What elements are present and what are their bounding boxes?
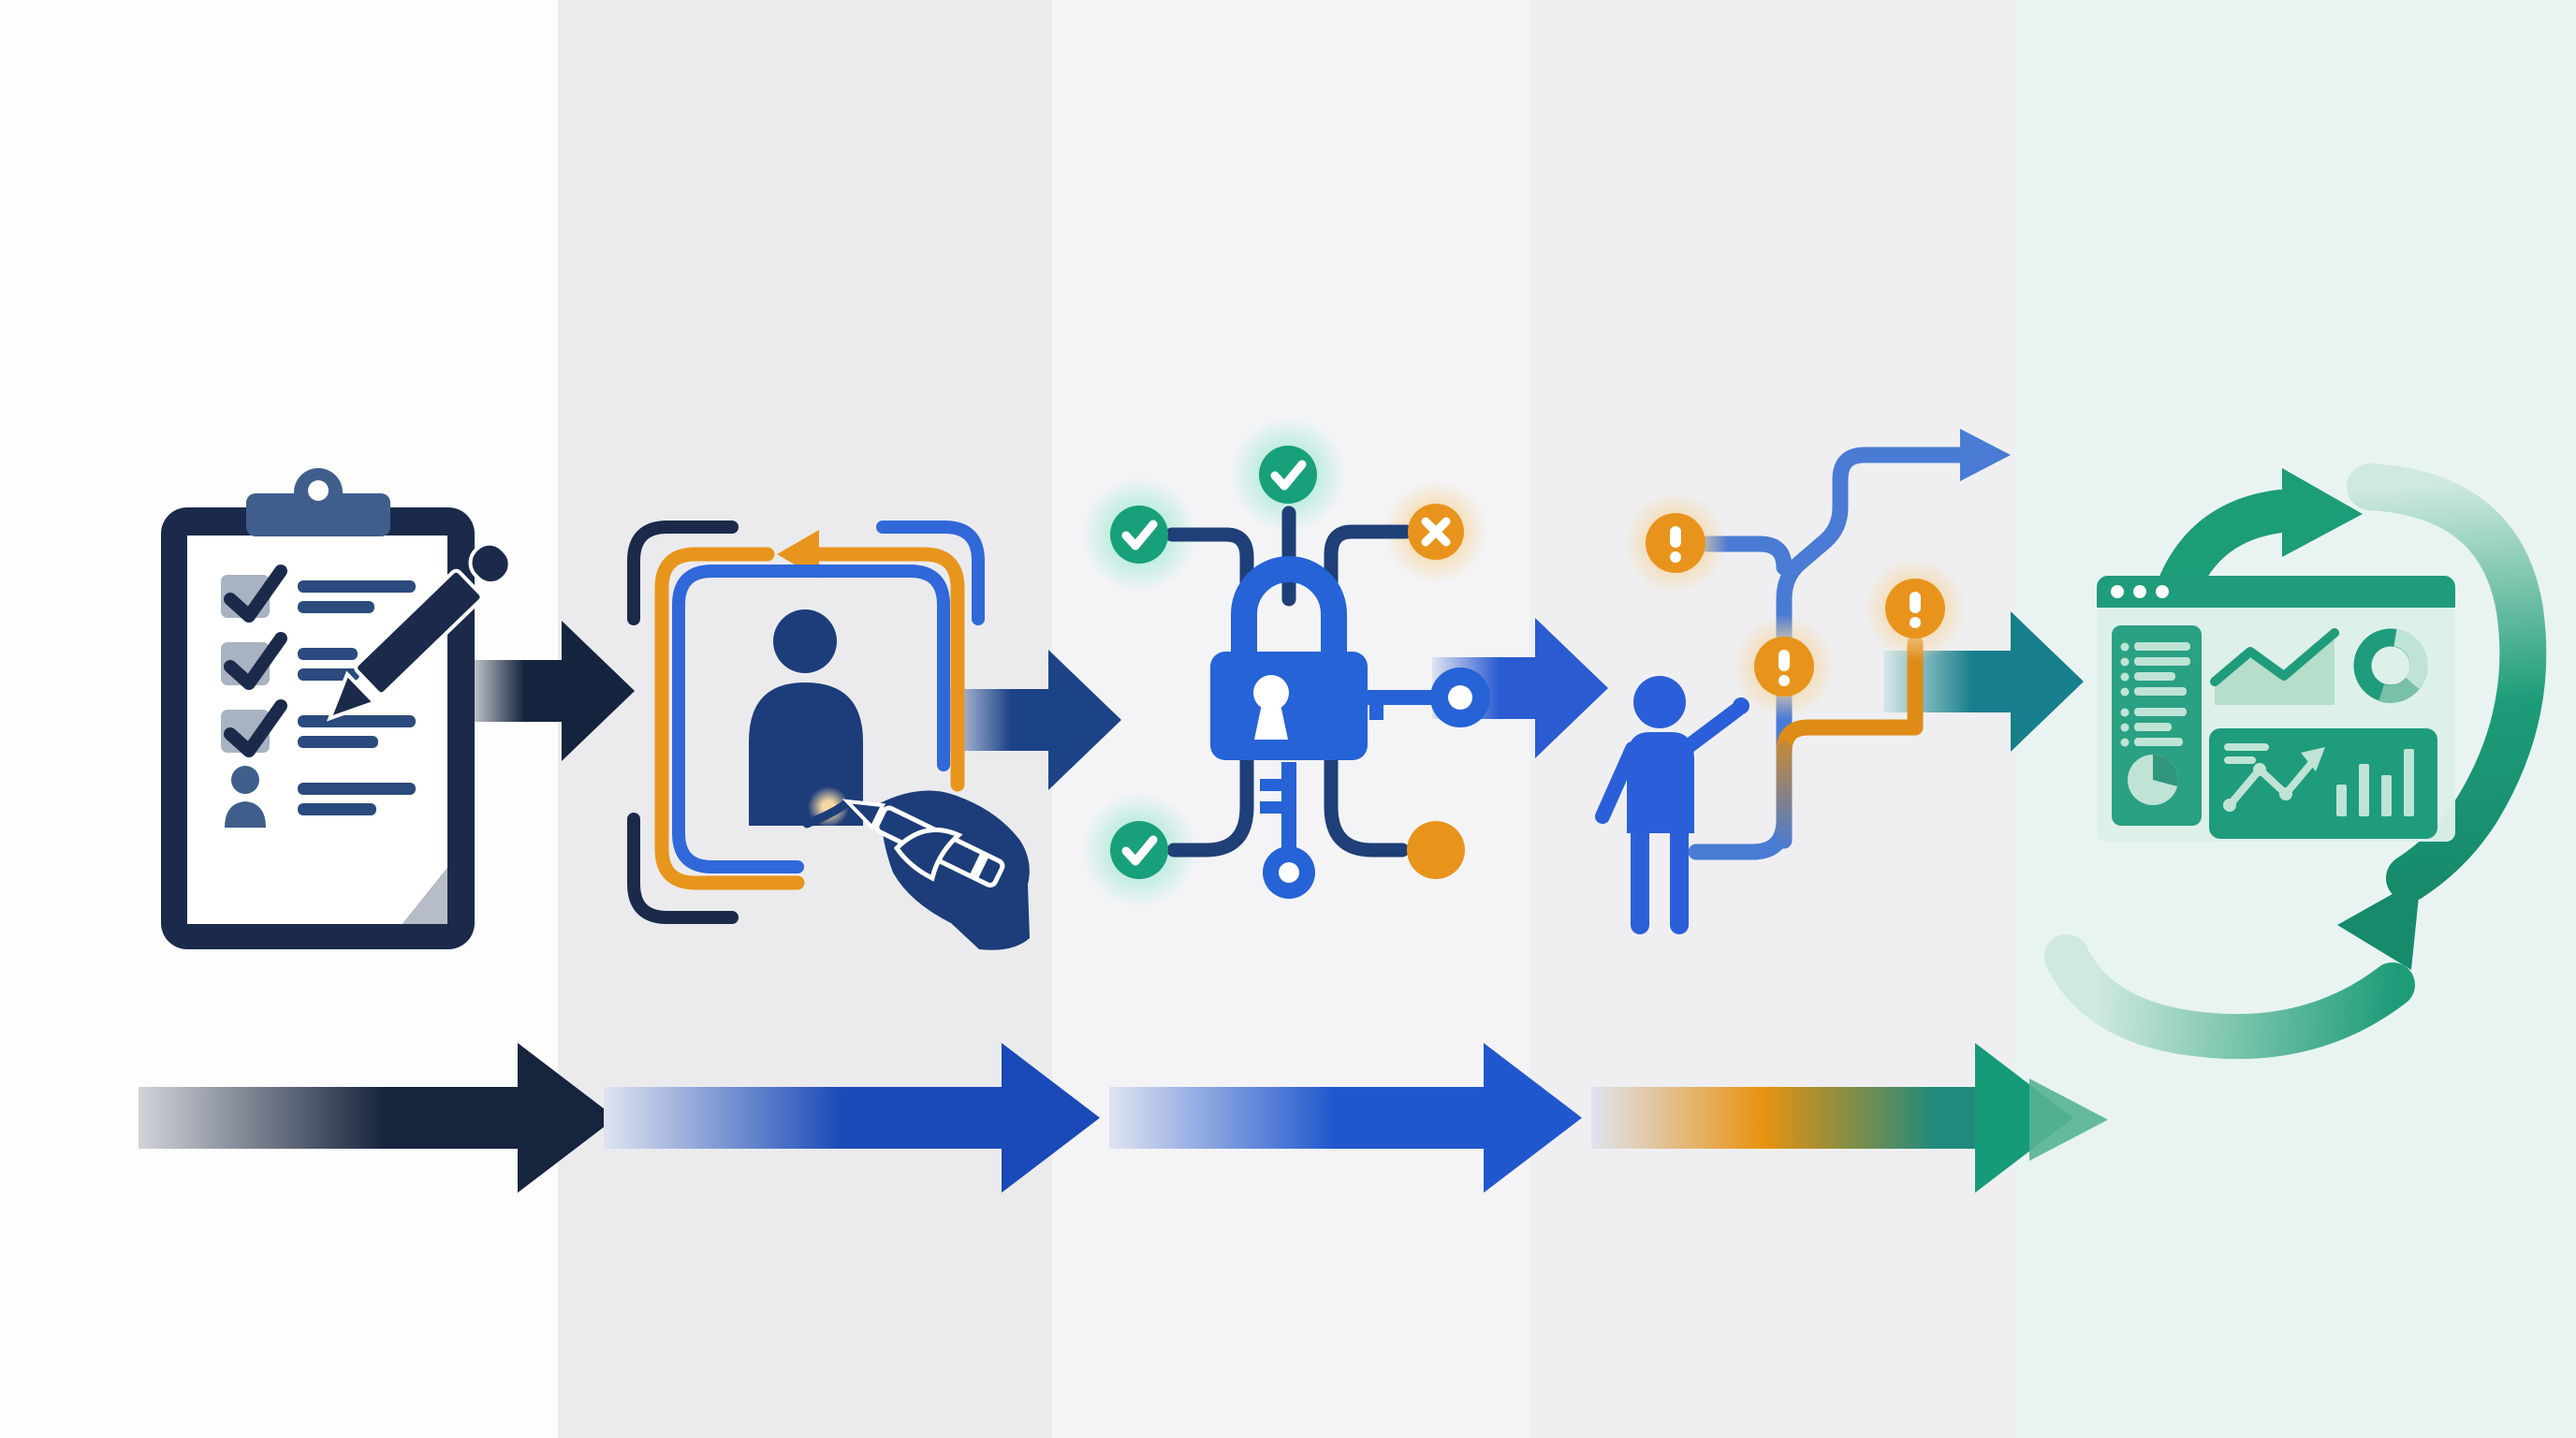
bottom-arrow-3 — [1109, 1043, 1582, 1193]
pencil-icon — [326, 541, 512, 722]
user-decision-paths-icon — [1595, 429, 2011, 934]
lock-and-key-verification-icon — [1081, 417, 1490, 908]
orange-branch-path — [1776, 719, 1924, 760]
trend-panel — [2209, 728, 2437, 839]
check-circle-icon — [1110, 446, 1317, 879]
bar-chart-icon — [2336, 749, 2414, 816]
folded-corner — [402, 868, 447, 924]
checkmark-icon — [224, 565, 287, 757]
orange-frame — [654, 547, 965, 890]
person-silhouette — [749, 609, 863, 826]
x-circle-icon — [1408, 504, 1464, 560]
hand-holding-pen-icon — [842, 790, 1030, 950]
identity-card-signing-icon — [627, 521, 1030, 950]
person-row-icon — [225, 766, 266, 828]
clipboard-checklist-icon — [161, 468, 512, 949]
trend-arrow-chart-icon — [2223, 747, 2325, 812]
window-dots-icon — [2111, 585, 2169, 598]
background-panel-4 — [1530, 0, 2014, 1438]
orange-dot — [1407, 821, 1465, 879]
analytics-dashboard-cycle-icon — [2029, 463, 2547, 1161]
thumb — [893, 827, 963, 882]
pie-chart-icon — [2128, 755, 2178, 805]
bottom-arrow-1 — [139, 1043, 616, 1193]
mid-arrow-2-3 — [941, 650, 1121, 790]
bottom-arrow-4 — [1591, 1043, 2073, 1193]
clipboard-clip — [246, 468, 390, 536]
person-figure-icon — [1595, 676, 1749, 934]
key-horizontal-icon — [1337, 668, 1490, 727]
key-vertical-icon — [1260, 762, 1315, 899]
branch-arrowhead-icon — [1960, 429, 2011, 481]
exclamation-circle-icon — [1646, 513, 1945, 697]
padlock-icon — [1210, 556, 1368, 760]
dashboard-window — [2097, 576, 2455, 842]
corner-brackets — [627, 521, 985, 924]
checklist-text-lines — [298, 580, 416, 815]
line-chart-icon — [2210, 628, 2339, 705]
signature-line — [802, 799, 851, 829]
donut-chart-icon — [2353, 628, 2428, 703]
bottom-arrow-2 — [604, 1043, 1100, 1193]
bottom-flow-arrows — [139, 1043, 2073, 1193]
blue-frame — [672, 565, 950, 873]
sidebar-list-panel — [2112, 625, 2202, 826]
mid-arrow-1-2 — [468, 621, 635, 761]
mid-arrow-4-5 — [1883, 611, 2084, 752]
checklist-rows — [221, 565, 416, 828]
